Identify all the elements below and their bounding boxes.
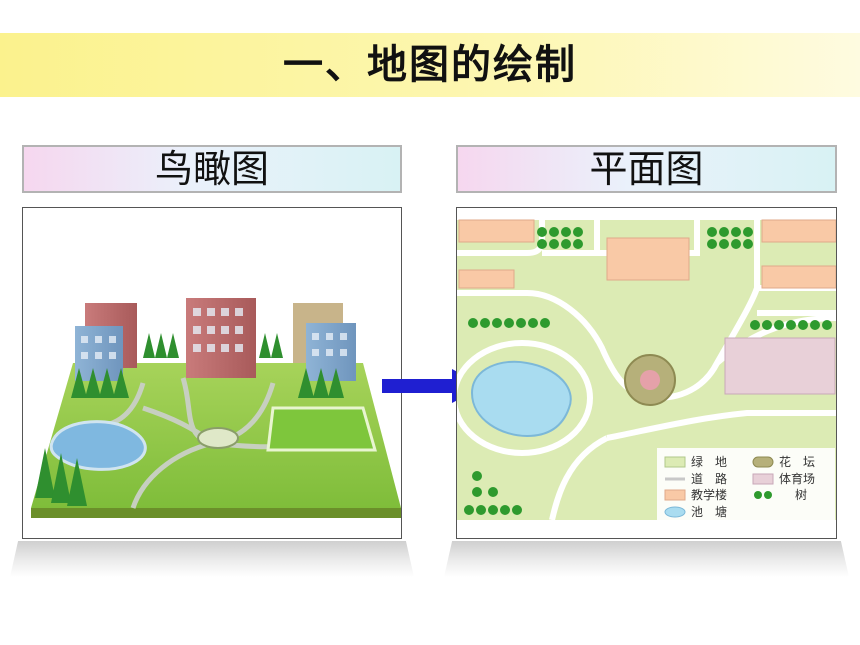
aerial-fountain: [197, 427, 239, 449]
legend-label-tree: 树: [795, 487, 807, 502]
legend-swatch-flower: [752, 456, 774, 468]
legend-label-pond: 池 塘: [691, 504, 727, 519]
legend-swatch-tree: [754, 491, 762, 499]
plan-sports-field: [724, 337, 836, 395]
plan-legend: 绿 地 道 路 教学楼 池 塘 花 坛 体育场 树: [657, 448, 835, 523]
plan-flower-center: [640, 370, 660, 390]
plan-buildings: [458, 219, 836, 289]
legend-label-building: 教学楼: [691, 487, 727, 502]
plan-pond-ring: [457, 340, 593, 456]
legend-swatch-green: [664, 456, 686, 468]
plan-view-label: 平面图: [456, 145, 837, 193]
aerial-pond: [49, 420, 147, 471]
legend-label-road: 道 路: [691, 471, 727, 486]
aerial-windows: [81, 308, 347, 359]
plan-pond: [470, 360, 572, 438]
legend-label-green: 绿 地: [691, 454, 727, 469]
legend-label-sports: 体育场: [779, 471, 815, 486]
legend-swatch-building: [664, 489, 686, 501]
legend-label-flower: 花 坛: [779, 454, 815, 469]
plan-view-panel: 绿 地 道 路 教学楼 池 塘 花 坛 体育场 树: [456, 207, 837, 539]
page-title: 一、地图的绘制: [283, 42, 577, 88]
aerial-trees: [35, 333, 344, 506]
aerial-view-illustration: [31, 298, 401, 518]
plan-trees: [464, 227, 832, 515]
legend-swatch-sports: [752, 473, 774, 485]
legend-swatch-pond: [664, 506, 686, 518]
aerial-sports-field: [266, 406, 377, 452]
aerial-view-label: 鸟瞰图: [22, 145, 402, 193]
right-panel-shadow: [444, 541, 849, 577]
left-panel-shadow: [10, 541, 414, 577]
plan-view-map: 绿 地 道 路 教学楼 池 塘 花 坛 体育场 树: [457, 219, 836, 523]
aerial-view-panel: [22, 207, 402, 539]
legend-swatch-tree-2: [764, 491, 772, 499]
ground-edge: [31, 508, 401, 518]
title-bar: 一、地图的绘制: [0, 33, 860, 97]
